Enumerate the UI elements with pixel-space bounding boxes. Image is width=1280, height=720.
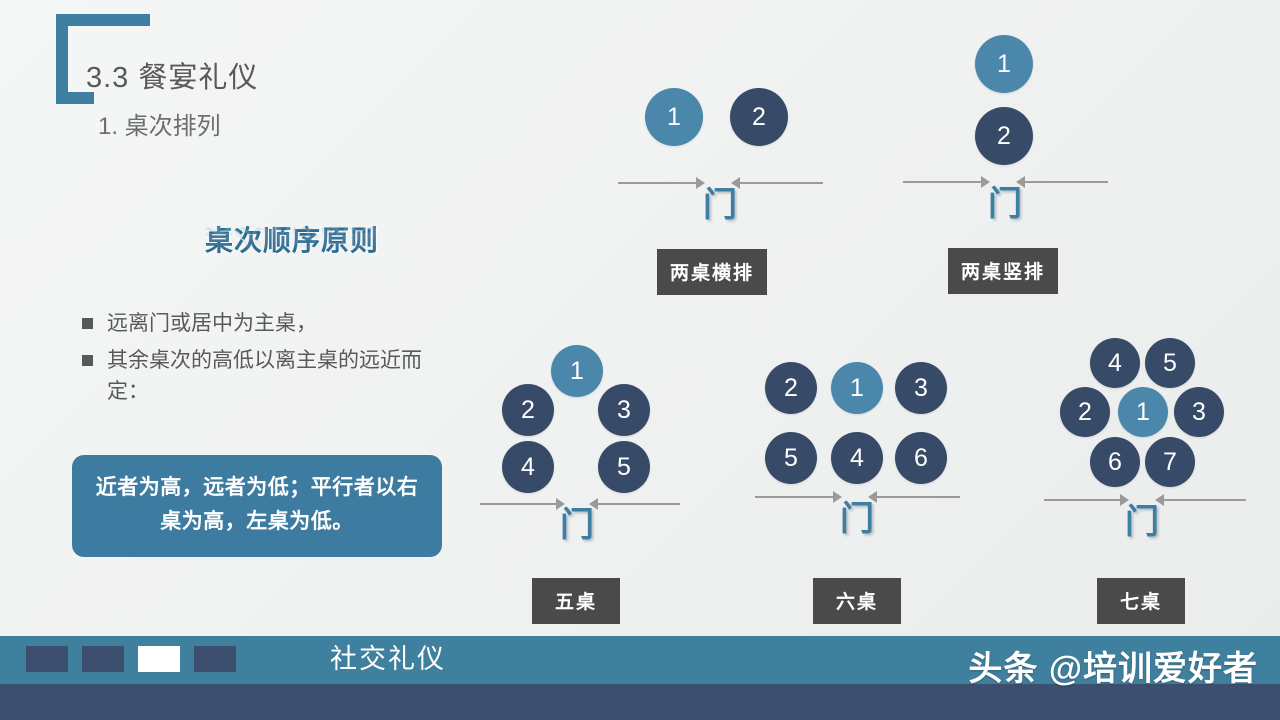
table-seat-circle: 1 [975, 35, 1033, 93]
arrow-line-left [755, 496, 833, 498]
table-seat-circle: 4 [1090, 338, 1140, 388]
door-label: 门 [703, 186, 737, 224]
arrow-line-right [598, 503, 680, 505]
diagram-two-vertical: 1 2 门 两桌竖排 [903, 35, 1108, 310]
door-label: 门 [840, 500, 874, 538]
door-label: 门 [988, 185, 1022, 223]
arrow-head-left-icon [1016, 176, 1025, 188]
table-seat-circle: 1 [1118, 387, 1168, 437]
diagram-six-tables: 2 1 3 5 4 6 门 六桌 [755, 362, 965, 627]
table-seat-circle: 2 [730, 88, 788, 146]
principle-title-reflection: 桌次顺序原则 [205, 224, 380, 251]
door-direction-arrows [618, 176, 823, 190]
diagram-caption: 六桌 [813, 578, 901, 624]
table-seat-circle: 2 [502, 384, 554, 436]
bullet-text: 远离门或居中为主桌， [107, 312, 317, 335]
arrow-head-left-icon [731, 177, 740, 189]
footer-progress-squares [26, 646, 236, 672]
diagram-caption: 五桌 [532, 578, 620, 624]
bracket-top-bar [56, 14, 150, 26]
table-seat-circle: 4 [831, 432, 883, 484]
footer-square-4[interactable] [194, 646, 236, 672]
table-seat-circle: 1 [551, 345, 603, 397]
bracket-left-bar [56, 14, 68, 104]
arrow-head-right-icon [696, 177, 705, 189]
arrow-line-right [1025, 181, 1108, 183]
table-seat-circle: 4 [502, 441, 554, 493]
table-seat-circle: 2 [1060, 387, 1110, 437]
table-seat-circle: 3 [895, 362, 947, 414]
principle-callout-box: 近者为高，远者为低；平行者以右桌为高，左桌为低。 [72, 455, 442, 557]
table-seat-circle: 6 [895, 432, 947, 484]
arrow-line-right [877, 496, 960, 498]
table-seat-circle: 3 [598, 384, 650, 436]
arrow-line-right [740, 182, 823, 184]
door-direction-arrows [903, 175, 1108, 189]
door-label: 门 [1125, 503, 1159, 541]
table-seat-circle: 2 [975, 107, 1033, 165]
arrow-head-right-icon [833, 491, 842, 503]
diagram-caption: 两桌竖排 [948, 248, 1058, 294]
diagram-five-tables: 1 2 3 4 5 门 五桌 [480, 345, 685, 625]
diagram-two-horizontal: 1 2 门 两桌横排 [618, 88, 823, 308]
diagram-caption: 两桌横排 [657, 249, 767, 295]
footer-square-3-active[interactable] [138, 646, 180, 672]
footer-square-2[interactable] [82, 646, 124, 672]
list-item: 其余桌次的高低以离主桌的远近而定： [82, 345, 452, 407]
table-seat-circle: 5 [598, 441, 650, 493]
arrow-line-right [1164, 499, 1246, 501]
table-seat-circle: 5 [1145, 338, 1195, 388]
bullet-text: 其余桌次的高低以离主桌的远近而定： [107, 349, 422, 403]
diagram-caption: 七桌 [1097, 578, 1185, 624]
arrow-head-left-icon [589, 498, 598, 510]
door-direction-arrows [755, 490, 960, 504]
section-subtitle: 1. 桌次排列 [98, 113, 221, 140]
list-item: 远离门或居中为主桌， [82, 308, 452, 339]
square-bullet-icon [82, 355, 93, 366]
arrow-line-left [480, 503, 556, 505]
corner-bracket-decoration [56, 14, 150, 104]
bracket-bottom-stub [56, 92, 94, 104]
watermark-label: 头条 @培训爱好者 [968, 650, 1258, 688]
table-seat-circle: 1 [645, 88, 703, 146]
table-seat-circle: 1 [831, 362, 883, 414]
principle-title: 桌次顺序原则 [205, 225, 380, 256]
section-number-heading: 3.3 餐宴礼仪 [86, 62, 259, 94]
arrow-head-right-icon [556, 498, 565, 510]
arrow-head-right-icon [1120, 494, 1129, 506]
principle-title-block: 桌次顺序原则 桌次顺序原则 [205, 219, 455, 285]
footer-square-1[interactable] [26, 646, 68, 672]
diagram-seven-tables: 4 5 2 1 3 6 7 门 七桌 [1044, 338, 1250, 628]
door-label: 门 [560, 506, 594, 544]
arrow-head-left-icon [1155, 494, 1164, 506]
square-bullet-icon [82, 318, 93, 329]
footer-title: 社交礼仪 [330, 644, 446, 674]
door-direction-arrows [1044, 493, 1246, 507]
footer-bottom-strip [0, 684, 1280, 720]
table-seat-circle: 3 [1174, 387, 1224, 437]
table-seat-circle: 6 [1090, 437, 1140, 487]
door-direction-arrows [480, 497, 680, 511]
arrow-head-right-icon [981, 176, 990, 188]
arrow-line-left [1044, 499, 1120, 501]
arrow-line-left [618, 182, 696, 184]
principle-bullet-list: 远离门或居中为主桌， 其余桌次的高低以离主桌的远近而定： [82, 308, 452, 413]
arrow-head-left-icon [868, 491, 877, 503]
table-seat-circle: 7 [1145, 437, 1195, 487]
table-seat-circle: 2 [765, 362, 817, 414]
arrow-line-left [903, 181, 981, 183]
table-seat-circle: 5 [765, 432, 817, 484]
